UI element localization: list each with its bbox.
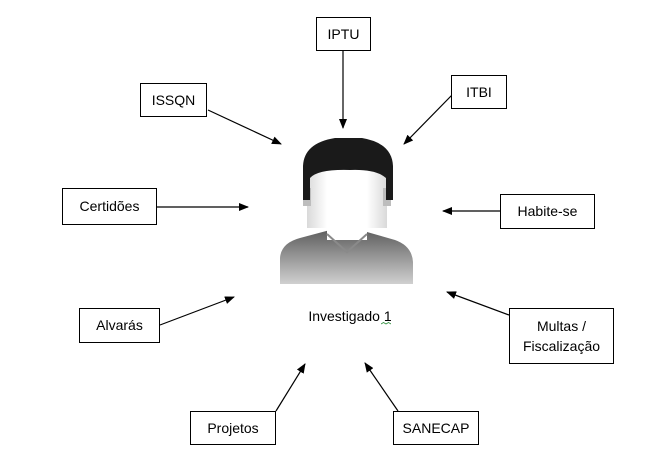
node-alvaras: Alvarás: [79, 308, 160, 343]
center-label: Investigado 1: [295, 308, 405, 325]
node-label: Projetos: [207, 419, 259, 436]
arrow-multas: [446, 291, 510, 316]
node-sanecap: SANECAP: [393, 411, 479, 445]
node-multas: Multas / Fiscalização: [509, 308, 614, 364]
center-label-text: Investigado 1: [308, 308, 392, 324]
node-label: Certidões: [79, 198, 140, 215]
node-label: Multas / Fiscalização: [522, 317, 601, 354]
arrow-projetos: [275, 363, 306, 412]
arrow-itbi: [403, 94, 453, 145]
node-certidoes: Certidões: [62, 188, 157, 225]
node-iptu: IPTU: [316, 17, 371, 51]
node-label: ISSQN: [151, 91, 196, 108]
arrow-issqn: [207, 109, 282, 145]
node-label: Habite-se: [517, 203, 578, 220]
arrow-alvaras: [159, 296, 235, 326]
node-label: ITBI: [466, 83, 492, 100]
node-habite-se: Habite-se: [500, 194, 595, 229]
node-issqn: ISSQN: [140, 83, 207, 117]
node-label: Alvarás: [96, 317, 143, 334]
arrow-sanecap: [364, 362, 399, 412]
person-avatar-icon: [280, 138, 413, 284]
node-label: IPTU: [327, 25, 360, 42]
node-projetos: Projetos: [190, 411, 276, 445]
node-label: SANECAP: [402, 419, 470, 436]
node-itbi: ITBI: [451, 75, 507, 109]
spellcheck-squiggle: [381, 322, 391, 325]
